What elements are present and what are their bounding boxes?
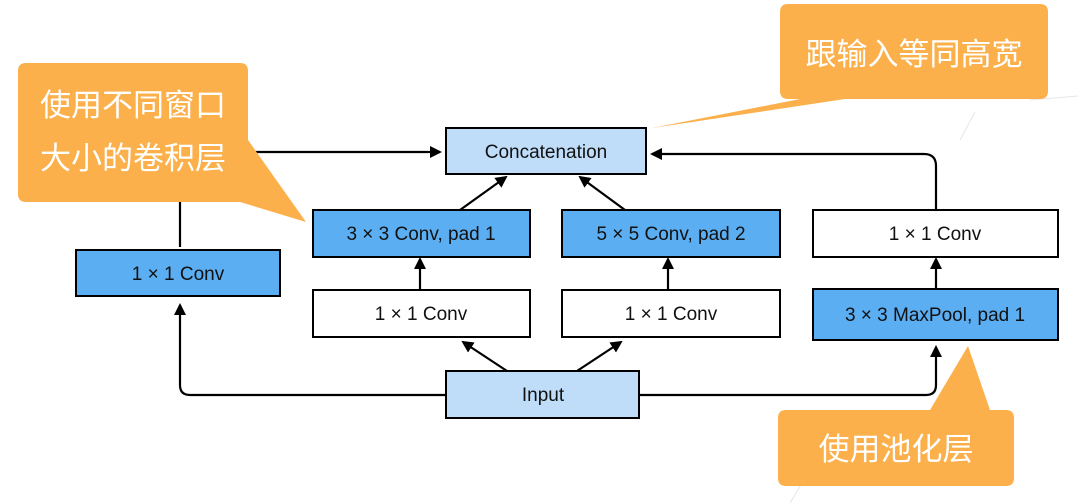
edge-input-to-p4-pool: [640, 345, 942, 397]
edge-p2-conv3-to-concat: [459, 175, 508, 211]
node-p3-conv1: 1 × 1 Conv: [561, 289, 781, 338]
callout-kernels-line-1: 使用不同窗口: [40, 88, 226, 124]
node-concatenation: Concatenation: [445, 127, 647, 175]
edge-input-to-p2-conv1: [461, 340, 508, 372]
node-input: Input: [445, 370, 640, 419]
callout-same-size-line-1: 跟输入等同高宽: [806, 37, 1023, 73]
node-p1-conv1-label: 1 × 1 Conv: [132, 264, 225, 285]
node-p1-conv1: 1 × 1 Conv: [75, 249, 281, 297]
callout-kernels-line-2: 大小的卷积层: [40, 141, 226, 177]
edge-input-to-p1-conv: [174, 303, 446, 397]
callout-pooling-line-1: 使用池化层: [819, 432, 974, 468]
node-p3-conv1-label: 1 × 1 Conv: [625, 304, 718, 325]
edge-input-to-p3-conv1: [576, 340, 623, 372]
node-p4-pool-label: 3 × 3 MaxPool, pad 1: [845, 305, 1025, 326]
node-concatenation-label: Concatenation: [485, 142, 608, 163]
node-p2-conv3: 3 × 3 Conv, pad 1: [312, 209, 531, 258]
node-p3-conv5-label: 5 × 5 Conv, pad 2: [596, 224, 745, 245]
edges: [174, 146, 942, 397]
node-p2-conv1-label: 1 × 1 Conv: [375, 304, 468, 325]
node-p3-conv5: 5 × 5 Conv, pad 2: [561, 209, 781, 258]
node-p4-pool: 3 × 3 MaxPool, pad 1: [812, 288, 1059, 341]
callout-pooling: 使用池化层: [778, 346, 1014, 486]
node-input-label: Input: [522, 385, 565, 406]
node-p4-conv1: 1 × 1 Conv: [812, 209, 1059, 258]
node-p4-conv1-label: 1 × 1 Conv: [889, 224, 982, 245]
callout-same-size: 跟输入等同高宽: [652, 4, 1048, 128]
edge-p4-conv1-to-concat: [650, 148, 938, 210]
callout-kernels: 使用不同窗口 大小的卷积层: [18, 63, 306, 222]
edge-p3-conv5-to-concat: [578, 175, 626, 211]
node-p2-conv3-label: 3 × 3 Conv, pad 1: [346, 224, 495, 245]
node-p2-conv1: 1 × 1 Conv: [312, 289, 531, 338]
